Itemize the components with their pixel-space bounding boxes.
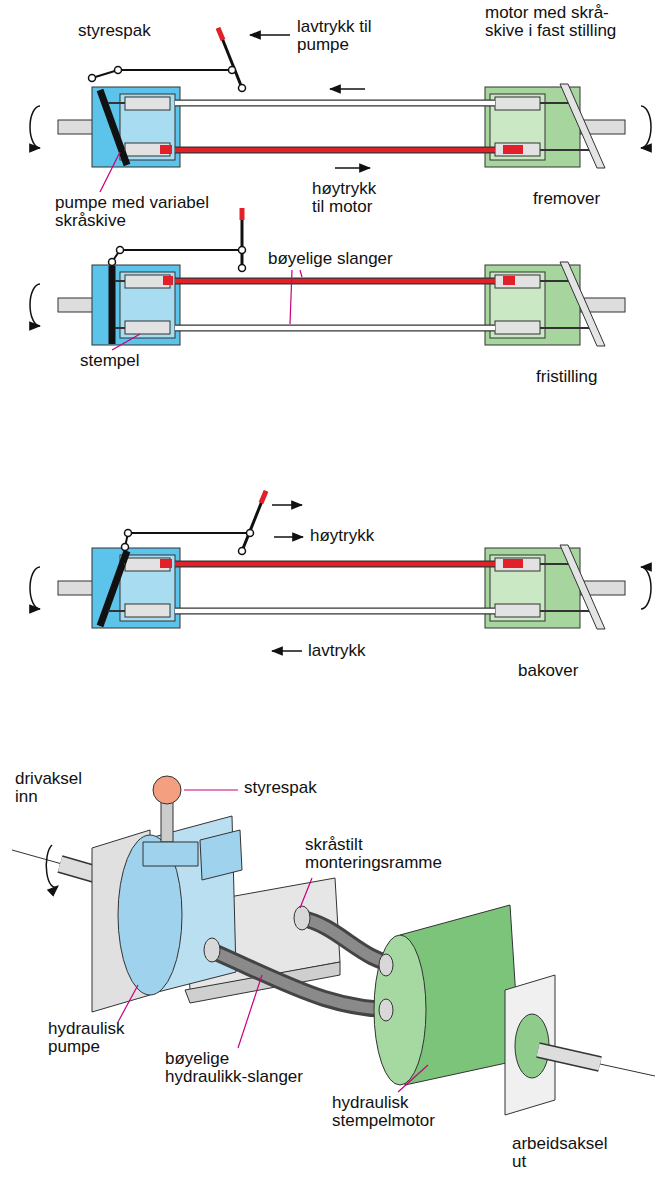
assembly-view: [12, 776, 655, 1115]
part-label: bøyelige slanger: [268, 250, 393, 268]
part-label: arbeidsaksel ut: [512, 1135, 622, 1172]
flow-label: lavtrykk til pumpe: [297, 18, 377, 55]
state-label: bakover: [518, 662, 578, 680]
part-label: stempel: [80, 352, 140, 370]
part-label: hydraulisk pumpe: [48, 1020, 138, 1057]
part-label: styrespak: [78, 22, 151, 40]
state-label: fremover: [533, 190, 600, 208]
part-label: skråstilt monteringsramme: [305, 836, 455, 873]
part-label: hydraulisk stempelmotor: [332, 1094, 452, 1131]
part-label: styrespak: [244, 779, 317, 797]
part-label: drivaksel inn: [15, 770, 95, 807]
flow-label: lavtrykk: [308, 642, 366, 660]
part-label: pumpe med variabel skråskive: [55, 194, 220, 231]
part-label: bøyelige hydraulikk-slanger: [165, 1050, 315, 1087]
part-label: motor med skrå- skive i fast stilling: [485, 4, 635, 41]
panel-reverse: [30, 491, 651, 651]
flow-label: høytrykk til motor: [312, 180, 392, 217]
flow-label: høytrykk: [310, 527, 374, 545]
state-label: fristilling: [536, 368, 597, 386]
